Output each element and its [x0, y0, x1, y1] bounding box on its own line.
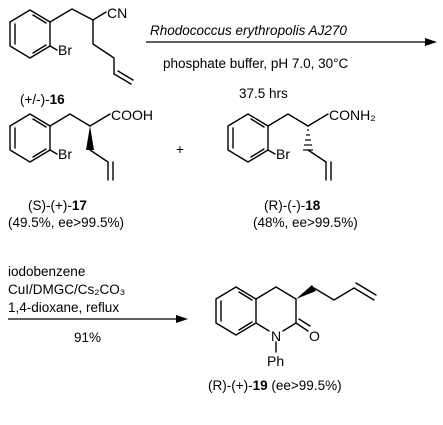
step1-arrow: [146, 38, 437, 46]
c16-cn-label: CN: [107, 5, 127, 21]
c16-vinyl-bond: [113, 73, 132, 85]
c18-carbonyl-bond: [307, 113, 329, 127]
c18-allyl-chain: [307, 149, 327, 181]
c19-vinyl-double-bond: [355, 282, 377, 296]
c16-br-bond: [49, 45, 58, 51]
c19-ph-label: Ph: [267, 353, 284, 369]
c18-hashed-wedge: [303, 129, 313, 151]
step2-reagent-line1: iodobenzene: [8, 264, 85, 279]
compound-17-label: (S)-(+)-17: [28, 198, 87, 213]
step2-reagent-line2: CuI/DMGC/Cs₂CO₃: [8, 282, 125, 297]
c17-br-label: Br: [58, 146, 72, 162]
c17-br-bond: [49, 149, 58, 155]
c19-benzene-ring: [215, 286, 257, 336]
c19-o-label: O: [309, 328, 320, 344]
c16-cyano-bond: [92, 11, 107, 21]
c17-carboxyl-bond: [89, 113, 111, 127]
step1-reagent: Rhodococcus erythropolis AJ270: [150, 23, 347, 38]
step2-arrow: [8, 315, 188, 323]
c17-cooh-label: COOH: [111, 107, 153, 123]
compound-18-structure: [227, 113, 332, 181]
c18-benzene-ring: [227, 113, 269, 163]
compound-17-structure: [9, 113, 114, 181]
c19-ring-double-bond: [238, 291, 253, 301]
compound-16-structure: [9, 8, 134, 85]
compound-19-label: (R)-(+)-19 (ee>99.5%): [208, 378, 342, 393]
compound-17-detail: (49.5%, ee>99.5%): [8, 215, 124, 230]
c17-allyl-chain: [89, 149, 109, 181]
c16-ring-double-bond: [32, 14, 47, 24]
c19-n-bond-right: [282, 322, 297, 332]
c18-br-bond: [267, 149, 276, 155]
c19-vinyl-double-bond: [353, 287, 375, 301]
c16-ring-double-bond: [32, 44, 47, 54]
c17-ring-double-bond: [32, 118, 47, 128]
step1-time: 37.5 hrs: [239, 86, 288, 101]
compound-19-structure: [215, 282, 377, 353]
c17-benzene-ring: [9, 113, 51, 163]
compound-16-label: (+/-)-16: [20, 92, 65, 107]
plus-sign: +: [176, 142, 184, 157]
c19-n-label: N: [271, 328, 281, 344]
c19-carbonyl-bond: [295, 322, 309, 332]
c18-ring-double-bond: [250, 148, 265, 158]
c16-benzene-ring: [9, 9, 51, 59]
c16-carbon-chain: [49, 8, 115, 75]
c19-stereo-wedge: [296, 285, 316, 299]
c16-vinyl-double-bond: [117, 70, 134, 81]
compound-18-detail: (48%, ee>99.5%): [253, 215, 358, 230]
step2-reagent-line3: 1,4-dioxane, reflux: [8, 300, 119, 315]
step2-yield: 91%: [74, 330, 101, 345]
c18-conh2-label: CONH₂: [329, 107, 376, 123]
c16-br-label: Br: [58, 42, 72, 58]
c19-ring-double-bond: [238, 321, 253, 331]
step1-conditions: phosphate buffer, pH 7.0, 30°C: [163, 56, 349, 71]
compound-18-label: (R)-(-)-18: [264, 198, 321, 213]
c17-stereo-wedge: [86, 126, 94, 150]
c19-carbonyl-double-bond: [298, 318, 311, 327]
c18-carbon-chain: [267, 113, 309, 127]
c17-carbon-chain: [49, 113, 91, 127]
c17-ring-double-bond: [32, 148, 47, 158]
c19-allyl-chain: [313, 287, 355, 301]
c18-br-label: Br: [276, 146, 290, 162]
c19-lactam-ring: [255, 286, 297, 324]
c19-n-bond-left: [255, 322, 270, 332]
c18-ring-double-bond: [250, 118, 265, 128]
